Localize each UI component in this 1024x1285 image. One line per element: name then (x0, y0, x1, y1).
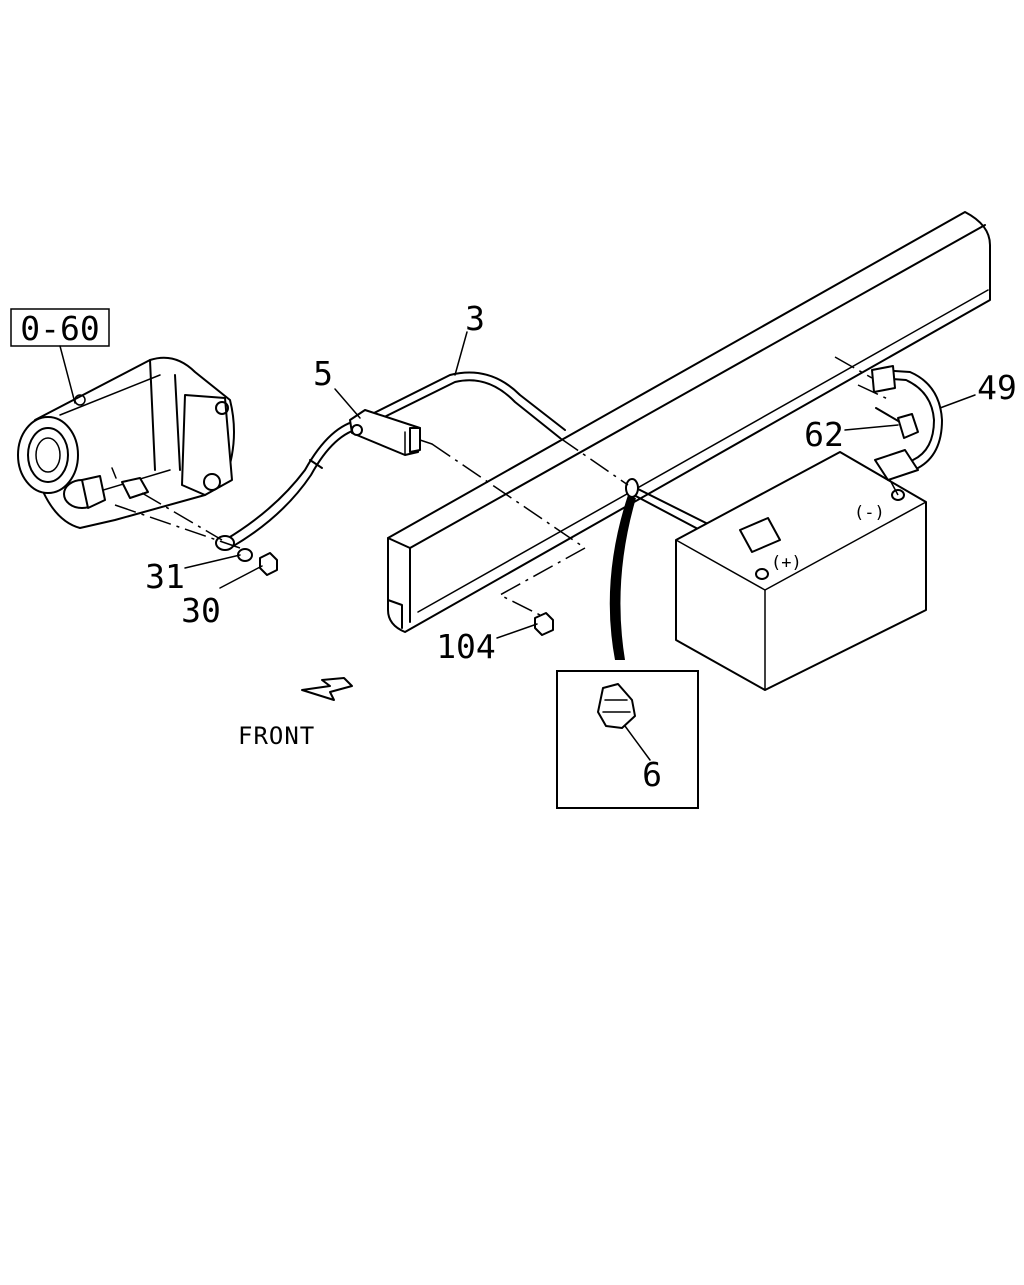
starter-motor (17, 356, 235, 529)
reference-label: 0-60 (20, 309, 99, 348)
frame-rail (387, 211, 991, 633)
inset-detail (556, 670, 699, 809)
callout-62: 62 (804, 415, 844, 454)
callout-30: 30 (181, 591, 221, 630)
callout-31: 31 (145, 557, 185, 596)
front-direction-arrow: FRONT (238, 677, 353, 750)
callout-104: 104 (436, 627, 496, 666)
inset-pointer (609, 495, 636, 660)
reference-box: 0-60 (10, 308, 110, 404)
callout-6: 6 (642, 755, 662, 794)
callout-3: 3 (465, 299, 485, 338)
bolt (875, 407, 919, 439)
frame-nut (534, 612, 554, 636)
cable-clamp (349, 409, 433, 456)
ground-cable (871, 365, 943, 481)
terminal-positive-label: (+) (771, 553, 802, 573)
callout-5: 5 (313, 354, 333, 393)
cable-grommet (625, 478, 639, 498)
starter-nut (259, 552, 278, 576)
assembly-lines (114, 356, 899, 616)
callout-leaders (184, 331, 976, 639)
battery: (+) (-) (675, 451, 927, 691)
callout-49: 49 (977, 368, 1017, 407)
terminal-negative-label: (-) (854, 503, 885, 523)
front-label: FRONT (238, 722, 315, 750)
